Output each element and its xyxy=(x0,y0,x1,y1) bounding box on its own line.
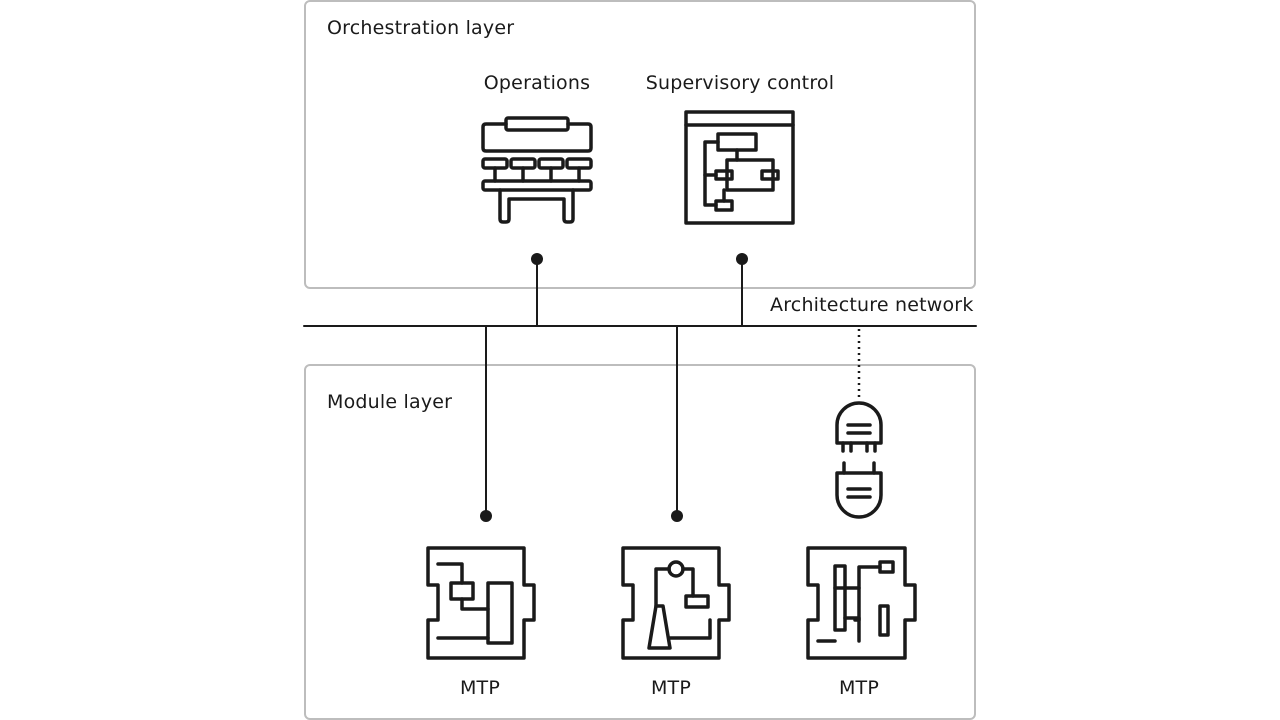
mtp-module-icon xyxy=(621,546,731,660)
supervisory-control-label: Supervisory control xyxy=(645,72,835,94)
operations-icon xyxy=(481,116,593,224)
operations-connector-node xyxy=(531,253,543,265)
module-layer-box xyxy=(304,364,976,720)
module-layer-title: Module layer xyxy=(327,391,453,413)
plug-icon xyxy=(835,401,883,519)
supervisory-connector-node xyxy=(736,253,748,265)
architecture-network xyxy=(303,253,977,522)
operations-label: Operations xyxy=(483,72,591,94)
mtp-label: MTP xyxy=(838,677,880,699)
mtp-2-connector-node xyxy=(671,510,683,522)
orchestration-layer-box xyxy=(304,0,976,289)
orchestration-layer-title: Orchestration layer xyxy=(327,17,515,39)
architecture-network-label: Architecture network xyxy=(770,294,974,316)
mtp-module-icon xyxy=(806,546,917,660)
mtp-label: MTP xyxy=(459,677,501,699)
mtp-module-icon xyxy=(426,546,536,660)
supervisory-control-icon xyxy=(684,110,795,225)
mtp-1-connector-node xyxy=(480,510,492,522)
mtp-label: MTP xyxy=(650,677,692,699)
